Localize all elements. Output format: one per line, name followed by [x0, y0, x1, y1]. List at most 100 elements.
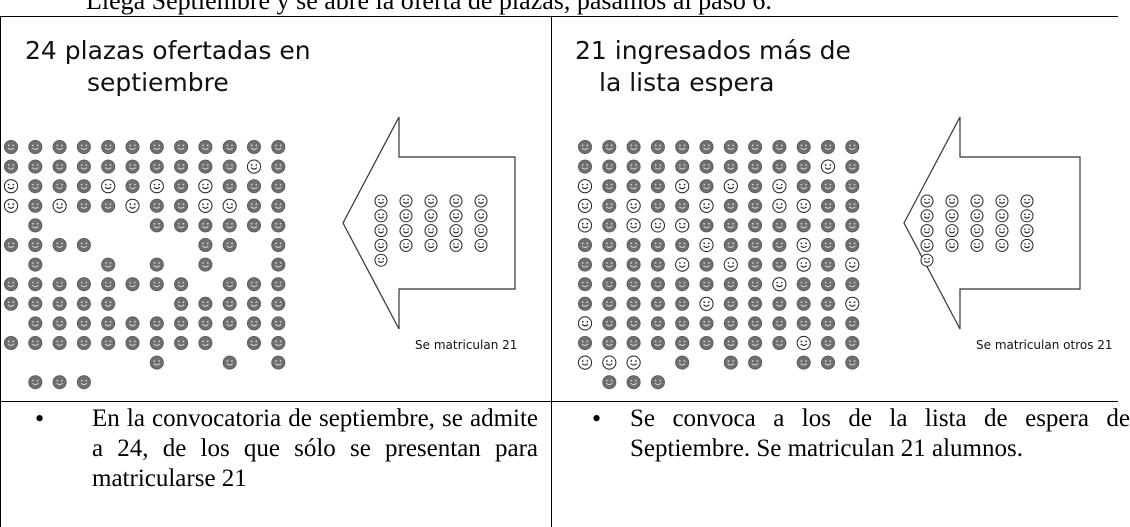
outline-smiley-icon [970, 194, 984, 208]
filled-smiley-icon [577, 140, 592, 155]
filled-smiley-icon [626, 296, 641, 311]
bullet-dot-icon: • [592, 404, 602, 433]
outline-smiley-icon [246, 159, 262, 174]
filled-smiley-icon [650, 198, 665, 213]
filled-smiley-icon [246, 140, 261, 155]
filled-smiley-icon [772, 257, 787, 272]
filled-smiley-icon [748, 179, 763, 194]
filled-smiley-icon [28, 218, 43, 233]
filled-smiley-icon [271, 355, 286, 370]
filled-smiley-icon [198, 218, 213, 233]
table-column-divider [551, 16, 552, 527]
outline-smiley-icon [374, 194, 388, 208]
filled-smiley-icon [820, 277, 835, 292]
outline-smiley-icon [1020, 224, 1034, 238]
filled-smiley-icon [577, 257, 592, 272]
filled-smiley-icon [271, 198, 286, 213]
filled-smiley-icon [174, 218, 189, 233]
filled-smiley-icon [748, 257, 763, 272]
filled-smiley-icon [222, 296, 237, 311]
outline-smiley-icon [945, 194, 959, 208]
filled-smiley-icon [820, 335, 835, 350]
outline-smiley-icon [125, 198, 140, 213]
filled-smiley-icon [748, 277, 763, 292]
outline-smiley-icon [474, 194, 488, 208]
left-panel-figure: Se matriculan 21 [3, 116, 517, 390]
filled-smiley-icon [271, 335, 286, 350]
filled-smiley-icon [76, 335, 91, 350]
filled-smiley-icon [626, 159, 641, 174]
filled-smiley-icon [174, 159, 189, 174]
filled-smiley-icon [723, 218, 738, 233]
filled-smiley-icon [52, 277, 67, 292]
outline-smiley-icon [945, 224, 959, 238]
filled-smiley-icon [52, 296, 67, 311]
filled-smiley-icon [650, 335, 665, 350]
filled-smiley-icon [52, 335, 67, 350]
outline-smiley-icon [675, 179, 690, 194]
filled-smiley-icon [723, 140, 738, 155]
filled-smiley-icon [174, 198, 189, 213]
filled-smiley-icon [246, 316, 261, 331]
filled-smiley-icon [650, 296, 665, 311]
outline-smiley-icon [424, 224, 438, 238]
filled-smiley-icon [723, 237, 738, 252]
arrow-label: Se matriculan otros 21 [976, 338, 1113, 352]
filled-smiley-icon [222, 140, 237, 155]
filled-smiley-icon [650, 140, 665, 155]
filled-smiley-icon [723, 355, 738, 370]
filled-smiley-icon [602, 237, 617, 252]
filled-smiley-icon [271, 237, 286, 252]
outline-smiley-icon [970, 209, 984, 223]
filled-smiley-icon [198, 335, 213, 350]
filled-smiley-icon [271, 159, 286, 174]
filled-smiley-icon [820, 218, 835, 233]
filled-smiley-icon [174, 140, 189, 155]
filled-smiley-icon [602, 335, 617, 350]
filled-smiley-icon [246, 335, 261, 350]
filled-smiley-icon [723, 198, 738, 213]
filled-smiley-icon [4, 159, 18, 174]
filled-smiley-icon [845, 198, 860, 213]
filled-smiley-icon [602, 179, 617, 194]
filled-smiley-icon [845, 179, 860, 194]
outline-smiley-icon [198, 198, 213, 213]
outline-smiley-icon [723, 179, 738, 194]
filled-smiley-icon [101, 277, 116, 292]
outline-smiley-icon [945, 238, 959, 252]
outline-smiley-icon [995, 224, 1009, 238]
filled-smiley-icon [675, 198, 690, 213]
filled-smiley-icon [246, 218, 261, 233]
outline-smiley-icon [449, 209, 463, 223]
outline-smiley-icon [474, 224, 488, 238]
filled-smiley-icon [723, 159, 738, 174]
filled-smiley-icon [52, 140, 67, 155]
filled-smiley-icon [820, 179, 835, 194]
filled-smiley-icon [28, 335, 43, 350]
outline-smiley-icon [995, 209, 1009, 223]
filled-smiley-icon [174, 179, 189, 194]
filled-smiley-icon [796, 218, 811, 233]
filled-smiley-icon [246, 198, 261, 213]
filled-smiley-icon [222, 159, 237, 174]
filled-smiley-icon [125, 277, 140, 292]
filled-smiley-icon [675, 277, 690, 292]
filled-smiley-icon [28, 159, 43, 174]
outline-smiley-icon [424, 209, 438, 223]
filled-smiley-icon [271, 140, 286, 155]
outline-smiley-icon [626, 198, 641, 213]
filled-smiley-icon [699, 159, 714, 174]
outline-smiley-icon [424, 238, 438, 252]
filled-smiley-icon [149, 257, 164, 272]
filled-smiley-icon [28, 316, 43, 331]
right-bullet-text: Se convoca a los de la lista de espera d… [630, 405, 1130, 462]
filled-smiley-icon [626, 179, 641, 194]
left-panel-title-line2: septiembre [87, 68, 229, 97]
filled-smiley-icon [748, 316, 763, 331]
outline-smiley-icon [474, 209, 488, 223]
filled-smiley-icon [845, 218, 860, 233]
filled-smiley-icon [748, 237, 763, 252]
outline-smiley-icon [449, 194, 463, 208]
filled-smiley-icon [602, 218, 617, 233]
filled-smiley-icon [271, 296, 286, 311]
